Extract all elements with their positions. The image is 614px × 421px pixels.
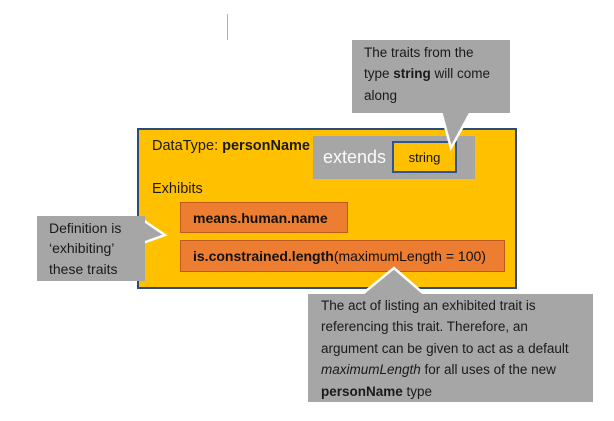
- trait-name: means.human.name: [193, 209, 328, 226]
- exhibits-label: Exhibits: [152, 181, 203, 197]
- extends-box: extends string: [313, 136, 475, 179]
- datatype-title-prefix: DataType:: [152, 138, 223, 154]
- trait-means-human-name: means.human.name: [180, 202, 348, 233]
- callout-traits-come-along: The traits from the type string will com…: [352, 40, 510, 113]
- datatype-definition-box: DataType: personName extends string Exhi…: [137, 128, 517, 289]
- datatype-title: DataType: personName: [152, 138, 310, 154]
- extends-label: extends: [323, 147, 387, 167]
- callout-exhibited-trait-reference: The act of listing an exhibited trait is…: [308, 294, 593, 402]
- callout-definition-exhibiting: Definition is ‘exhibiting’ these traits: [37, 216, 145, 281]
- trait-args: (maximumLength = 100): [333, 248, 486, 264]
- trait-name: is.constrained.length: [193, 248, 334, 264]
- datatype-title-name: personName: [222, 138, 310, 154]
- extends-type-box: string: [392, 141, 457, 173]
- trait-is-constrained-length: is.constrained.length (maximumLength = 1…: [180, 240, 505, 272]
- stray-cursor-line: [227, 14, 228, 40]
